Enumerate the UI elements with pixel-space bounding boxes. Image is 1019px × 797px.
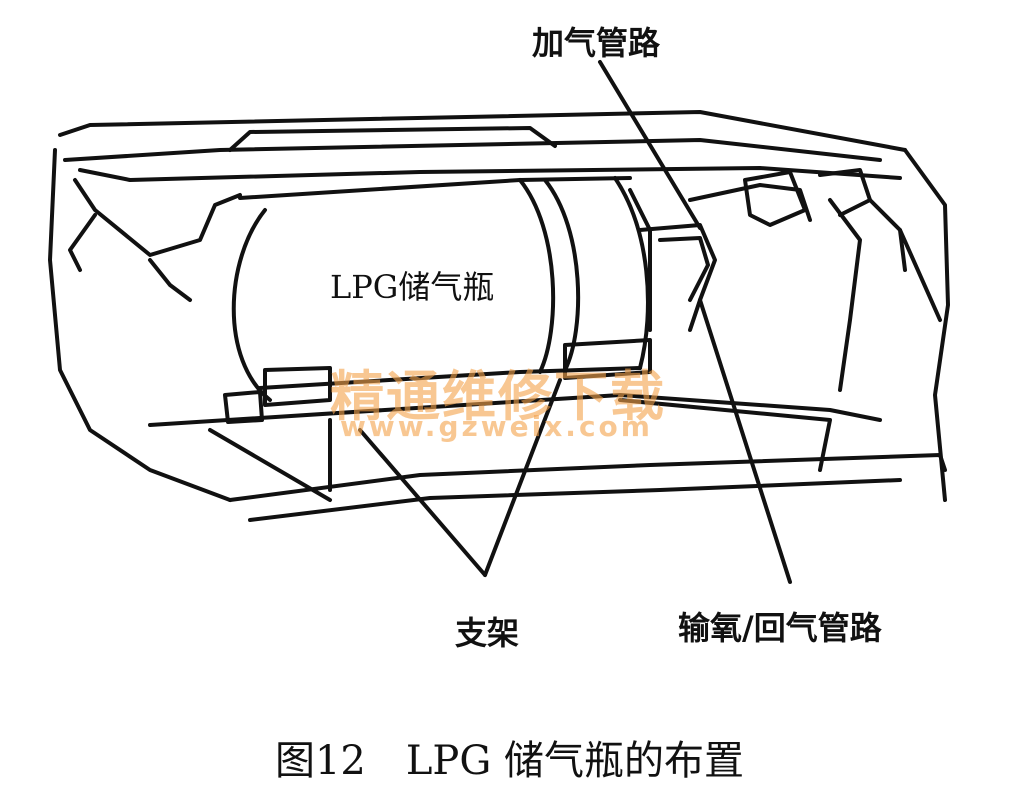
leader-supply-return: [698, 298, 792, 584]
watermark-text: 精通维修下载: [330, 364, 666, 428]
tank-ring-2: [543, 178, 581, 372]
tray-front: [228, 453, 947, 502]
tray-top: [148, 393, 882, 427]
tank-left-end: [231, 208, 272, 402]
bracket-right: [563, 338, 652, 380]
watermark-url: www.gzweix.com: [340, 410, 653, 443]
right-frame: [903, 148, 950, 502]
top-rail-slot: [228, 126, 557, 152]
tank-bottom: [258, 366, 642, 390]
bracket-left: [263, 366, 332, 407]
label-bracket: 支架: [455, 614, 520, 652]
valve-block: [743, 170, 807, 227]
tank-top: [238, 176, 632, 200]
top-rail-upper: [58, 110, 907, 152]
fill-pipe: [638, 223, 717, 332]
tray-edge: [248, 478, 902, 522]
label-tank: LPG储气瓶: [330, 268, 495, 306]
left-frame: [48, 148, 232, 502]
leader-fill-pipe: [598, 60, 702, 230]
leader-bracket-left: [358, 428, 487, 577]
leader-bracket-right: [483, 378, 562, 577]
tank-right-end: [613, 176, 650, 370]
tank-ring-1: [518, 178, 556, 374]
label-fill-pipe: 加气管路: [532, 24, 661, 62]
label-supply-return-pipe: 输氧/回气管路: [678, 609, 882, 647]
figure-caption: 图12 LPG 储气瓶的布置: [274, 738, 745, 784]
top-rail-lower: [63, 138, 882, 162]
